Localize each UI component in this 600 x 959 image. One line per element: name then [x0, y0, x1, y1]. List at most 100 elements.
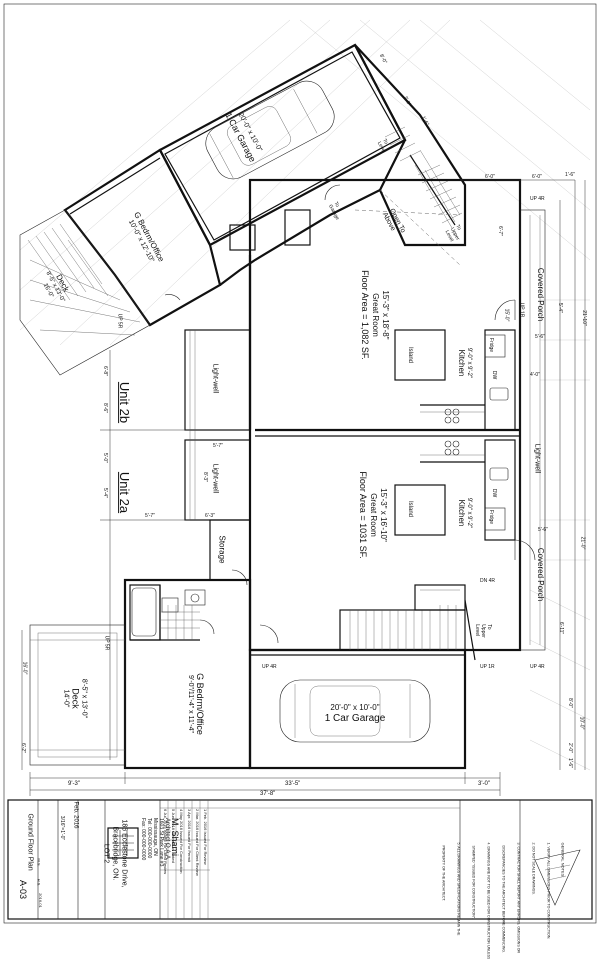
dim-6-0a: 6'-0"	[485, 174, 495, 180]
dim-5-4b: 5'-4"	[101, 488, 108, 498]
project-line-1: 186 Ecclestone Drive,	[120, 819, 128, 888]
kitchen-2a-size: 9'-0" x 9'-2"	[466, 497, 472, 529]
fridge-2a-label: Fridge	[488, 509, 495, 525]
dim-15-0: 15'-0"	[503, 308, 510, 322]
project-address: 186 Ecclestone Drive, Bracebridge, ON. L…	[102, 809, 129, 899]
great-room-2a-name: Great Room	[369, 493, 378, 537]
covered-porch-2a: Covered Porch	[536, 547, 546, 602]
note-line: 1. VERIFY ALL DIMENSIONS PRIOR TO CONSTR…	[546, 842, 551, 940]
great-room-2b-size: 15'-3" x 18'-8"	[381, 290, 390, 340]
dn-4r-2a: DN 4R	[480, 578, 496, 584]
unit-2b-label: Unit 2b	[117, 381, 133, 424]
checked-by: M.S.	[36, 858, 42, 867]
island-2b	[394, 329, 446, 381]
fridge-2b-label: Fridge	[488, 337, 495, 353]
dim-5-0: 5'-0"	[101, 453, 108, 463]
car-2a	[279, 679, 431, 743]
open-to-above: Open To Above	[380, 207, 407, 235]
deck-2a-name: Deck	[70, 688, 81, 709]
note-line: 3. CONTRACTOR SHALL REPORT ANY ERRORS, O…	[516, 842, 521, 954]
to-level-2b: To Level	[375, 137, 389, 155]
dimension-lines	[21, 179, 586, 796]
scale: 3/16"=1'-0"	[59, 815, 66, 841]
drawn-by: H.S.	[36, 878, 42, 887]
great-room-2a-block: 15'-3" x 16'-10" Great Room Floor Area =…	[358, 460, 388, 570]
dim-21-0: 21'-0"	[579, 536, 586, 550]
garage-2a-name: 1 Car Garage	[324, 713, 386, 724]
dw-2a-label: DW	[491, 488, 498, 498]
dim-21-10: 21'-10"	[580, 310, 587, 326]
dim-2-0b: 2'-0"	[401, 95, 412, 107]
great-room-2a-size: 15'-3" x 16'-10"	[379, 488, 388, 542]
bedroom-2a-name: G Bedrm/Office	[195, 673, 205, 735]
deck-2a-dim: 14'-0"	[62, 689, 70, 708]
general-notes: GENERAL NOTES: 1. VERIFY ALL DIMENSIONS …	[431, 842, 576, 959]
garage-2b-block: 20'-0" x 10'-0" 1 Car Garage	[217, 95, 272, 175]
revision-row: 4 May 2016 Issued For Construction	[179, 809, 184, 874]
lightwell-2b-b: Light-well	[211, 463, 219, 494]
note-line: STAMPED "ISSUED FOR CONSTRUCTION".	[471, 842, 476, 920]
dim-6-3: 6'-3"	[205, 513, 215, 519]
up-1r-2b: UP 1R	[518, 302, 525, 318]
project-no: 2016-01	[37, 893, 43, 908]
bedroom-2a-block: G Bedrm/Office 9'-0"/11'-4" x 11'-4"	[186, 659, 205, 749]
dim-5-6b: 5'-6"	[538, 527, 548, 533]
great-room-2b-area: Floor Area = 1,082 SF.	[360, 270, 370, 360]
up-5r-2a: UP 5R	[103, 635, 110, 651]
deck-2a-block: 8'-5" x 13'-0" Deck 14'-0"	[62, 664, 89, 734]
note-line: 5. ALL DRAWINGS AND SPECIFICATIONS REMAI…	[456, 842, 461, 936]
lightwell-2b-a: Light-well	[211, 363, 219, 394]
dim-6-0b: 6'-0"	[532, 174, 542, 180]
note-line: 4. DRAWINGS ARE NOT TO BE USED FOR CONST…	[486, 842, 491, 959]
labels-layer: Unit 2b Unit 2a 15'-3" x 18'-8" Great Ro…	[18, 53, 587, 959]
to-upper-level-2a: To Upper Level	[473, 624, 492, 638]
dim-5-6: 5'-6"	[535, 334, 545, 340]
up-4r-2b: UP 4R	[530, 196, 545, 202]
firm-line-3: Tel: 000-000-0000	[146, 818, 152, 859]
unit-2a-label: Unit 2a	[117, 471, 133, 514]
up-1r-2a: UP 1R	[480, 664, 495, 670]
dim-8-0b: 8'-0"	[377, 53, 388, 65]
project-line-2: Bracebridge, ON.	[111, 826, 119, 881]
notes-title: GENERAL NOTES:	[560, 842, 566, 878]
revision-row: 6 Jul. 2016 Issued For Client Review	[163, 809, 168, 875]
dim-6-7: 6'-7"	[496, 226, 503, 236]
car-2b	[205, 80, 335, 180]
kitchen-2a-block: 9'-0" x 9'-2" Kitchen	[457, 488, 473, 538]
storage-label: Storage	[217, 535, 227, 564]
garage-2a-block: 20'-0" x 10'-0" 1 Car Garage	[300, 702, 410, 724]
dim-16-0: 16'-0"	[21, 661, 28, 675]
dim-3-0: 3'-0"	[478, 781, 490, 787]
dim-2-0: 2'-0"	[566, 743, 573, 753]
dim-6-11: 6'-11"	[558, 621, 565, 635]
dim-6-8: 6'-8"	[101, 366, 108, 376]
drawing-sheet: Unit 2b Unit 2a 15'-3" x 18'-8" Great Ro…	[3, 3, 597, 959]
unit-2b-walls	[19, 43, 467, 430]
deck-2a-size: 8'-5" x 13'-0"	[80, 678, 88, 719]
sheet-border	[3, 3, 597, 924]
note-line: PROPERTY OF THE ARCHITECT.	[441, 842, 446, 902]
dim-8-0: 8'-0"	[566, 698, 573, 708]
to-upper-level-2b: To Upper Level	[443, 223, 463, 243]
revision-row: 1 Feb. 2016 Issued For Review	[203, 809, 208, 865]
dim-8-6: 8'-6"	[101, 403, 108, 413]
up-5r-2b: UP 5R	[116, 313, 123, 329]
kitchen-2b-block: 9'-0" x 9'-2" Kitchen	[457, 338, 473, 388]
bedroom-2a-size: 9'-0"/11'-4" x 11'-4"	[187, 675, 194, 733]
kitchen-2b-size: 9'-0" x 9'-2"	[466, 347, 472, 379]
dim-8-3: 8'-3"	[201, 472, 208, 482]
dim-5-7a: 5'-7"	[213, 443, 223, 449]
main-walls	[29, 178, 546, 770]
island-2b-label: Island	[407, 346, 414, 364]
dim-37-8: 37'-8"	[260, 791, 276, 797]
deck-2b-block: Deck 8'-5" x 13'-0" 16'-0"	[30, 255, 79, 319]
garage-2a-size: 20'-0" x 10'-0"	[330, 703, 380, 712]
dim-10-0: 10'-0"	[578, 716, 585, 730]
great-room-2b-name: Great Room	[371, 293, 380, 337]
dim-5-4: 5'-4"	[556, 303, 563, 313]
kitchen-2b-name: Kitchen	[457, 349, 466, 377]
revision-row: 3 Apr. 2016 Issued For Permit	[187, 809, 192, 862]
dw-2b-label: DW	[491, 370, 498, 380]
dim-9-3: 9'-3"	[68, 781, 80, 787]
bedroom-2b-block: G Bedrm/Office 10'-0" x 12'-10"	[118, 199, 171, 278]
